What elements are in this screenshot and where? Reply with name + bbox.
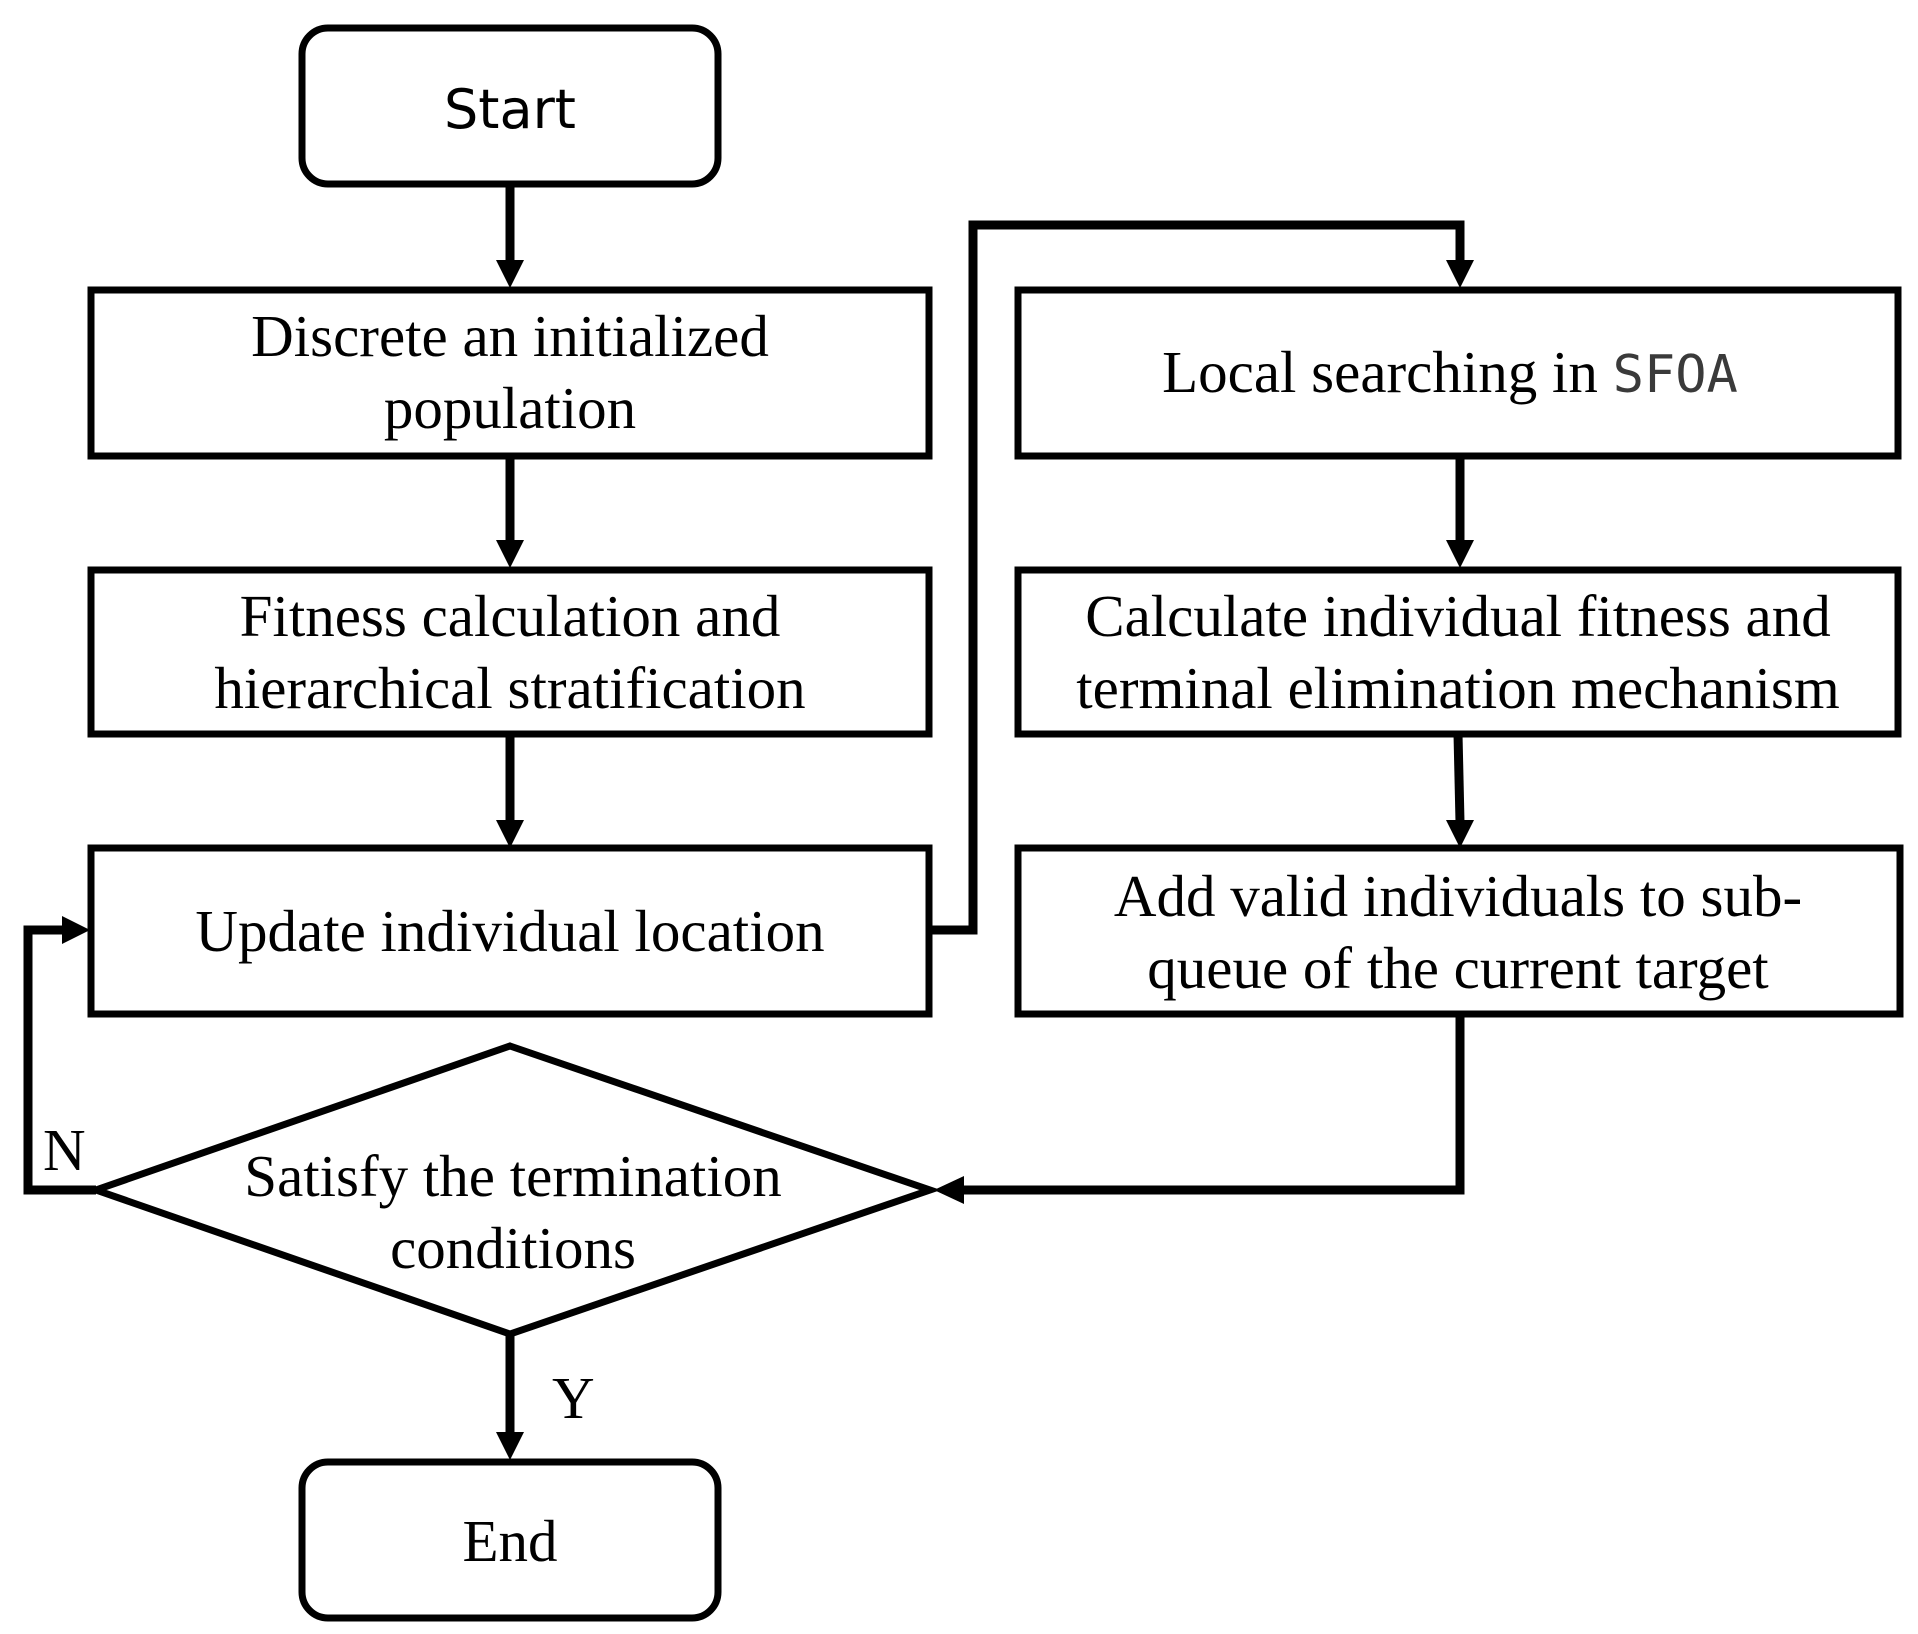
node-update: Update individual location — [87, 844, 933, 1018]
edge-label-yes: Y — [552, 1365, 595, 1431]
discrete-label-line1: Discrete an initialized — [251, 303, 769, 369]
edge-fitness-to-update — [496, 734, 524, 848]
fitness-label-line1: Fitness calculation and — [240, 583, 781, 649]
node-calculate: Calculate individual fitness and termina… — [1014, 566, 1902, 738]
node-discrete: Discrete an initialized population — [87, 286, 933, 460]
edge-decision-to-update-no — [23, 916, 96, 1195]
connectors — [23, 186, 1474, 1460]
start-terminator-shape — [298, 24, 722, 188]
decision-label-line2: conditions — [390, 1215, 636, 1281]
decision-diamond-shape — [85, 1042, 941, 1338]
add-label-line1: Add valid individuals to sub- — [1114, 863, 1802, 929]
fitness-process-shape — [87, 566, 933, 738]
node-decision: Satisfy the termination conditions — [85, 1042, 941, 1338]
update-label: Update individual location — [195, 898, 824, 964]
calculate-label-line1: Calculate individual fitness and — [1085, 583, 1831, 649]
edge-update-to-local — [929, 220, 1474, 935]
discrete-label-line2: population — [384, 375, 636, 441]
local-label: Local searching in SFOA — [1162, 339, 1738, 405]
edge-discrete-to-fitness — [496, 456, 524, 568]
end-terminator-shape — [298, 1458, 722, 1622]
edge-add-to-decision — [934, 1014, 1465, 1204]
edge-calculate-to-add — [1446, 733, 1474, 848]
local-process-shape — [1014, 286, 1902, 460]
node-fitness: Fitness calculation and hierarchical str… — [87, 566, 933, 738]
node-end: End — [298, 1458, 722, 1622]
edge-local-to-calculate — [1446, 456, 1474, 568]
end-label: End — [462, 1508, 557, 1574]
local-label-prefix: Local searching in — [1162, 339, 1613, 405]
fitness-label-line2: hierarchical stratification — [214, 655, 805, 721]
node-local-searching: Local searching in SFOA — [1014, 286, 1902, 460]
add-process-shape — [1014, 844, 1904, 1018]
add-label-line2: queue of the current target — [1147, 935, 1769, 1001]
calculate-process-shape — [1014, 566, 1902, 738]
discrete-process-shape — [87, 286, 933, 460]
local-label-code: SFOA — [1613, 345, 1738, 405]
edge-decision-to-end-yes — [496, 1335, 524, 1460]
node-start: Start — [298, 24, 722, 188]
node-add: Add valid individuals to sub- queue of t… — [1014, 844, 1904, 1018]
start-label: Start — [444, 78, 576, 141]
decision-label-line1: Satisfy the termination — [244, 1143, 781, 1209]
update-process-shape — [87, 844, 933, 1018]
edge-label-no: N — [43, 1117, 86, 1183]
calculate-label-line2: terminal elimination mechanism — [1076, 655, 1840, 721]
edge-start-to-discrete — [496, 186, 524, 288]
